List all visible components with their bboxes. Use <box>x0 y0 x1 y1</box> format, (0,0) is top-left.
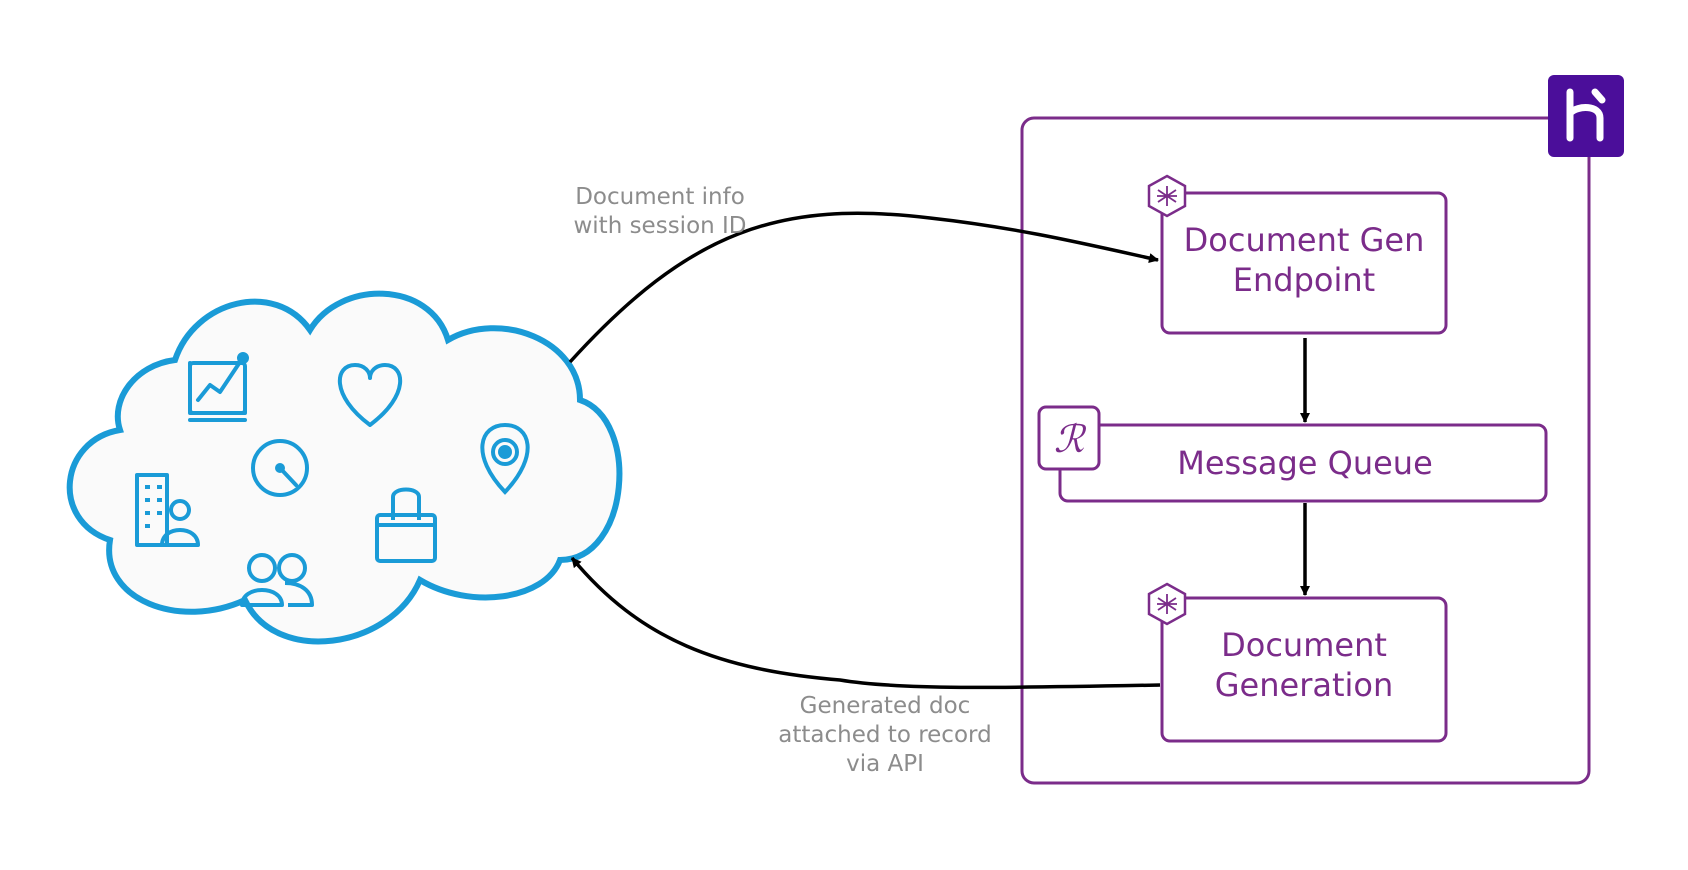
label-line: with session ID <box>573 213 747 239</box>
label-line: via API <box>846 751 924 777</box>
label-line: attached to record <box>778 722 992 748</box>
clock-icon <box>251 439 309 497</box>
people-icon <box>240 553 314 607</box>
building-person-icon <box>135 473 200 547</box>
dyno-hexagon-icon <box>1147 582 1187 626</box>
heroku-app-frame <box>1020 116 1591 785</box>
heart-icon <box>337 363 403 427</box>
box-line: Document <box>1221 626 1387 664</box>
redis-icon: ℛ <box>1037 405 1101 471</box>
box-line: Endpoint <box>1232 261 1376 299</box>
generation-box-label: Document Generation <box>1162 625 1446 705</box>
label-generated-doc: Generated doc attached to record via API <box>760 692 1010 779</box>
box-line: Document Gen <box>1183 221 1425 259</box>
dyno-hexagon-icon <box>1147 174 1187 218</box>
document-gen-endpoint-box <box>1160 191 1448 335</box>
label-document-info: Document info with session ID <box>560 183 760 241</box>
endpoint-box-label: Document Gen Endpoint <box>1162 220 1446 300</box>
document-generation-box <box>1160 596 1448 743</box>
chart-icon <box>188 352 249 422</box>
box-line: Message Queue <box>1177 444 1433 482</box>
salesforce-cloud <box>66 290 623 645</box>
cloud-shape <box>66 290 623 645</box>
label-line: Generated doc <box>799 693 971 719</box>
heroku-container: ℛ <box>1020 75 1624 785</box>
heroku-logo-icon <box>1548 75 1624 157</box>
label-line: Document info <box>575 184 745 210</box>
location-pin-icon <box>480 422 530 495</box>
arrow-generation-to-cloud <box>570 556 1161 690</box>
shopping-bag-icon <box>375 487 437 563</box>
box-line: Generation <box>1214 666 1394 704</box>
queue-box-label: Message Queue <box>1100 443 1510 483</box>
arrow-cloud-to-endpoint <box>568 211 1159 364</box>
svg-text:ℛ: ℛ <box>1054 417 1087 461</box>
